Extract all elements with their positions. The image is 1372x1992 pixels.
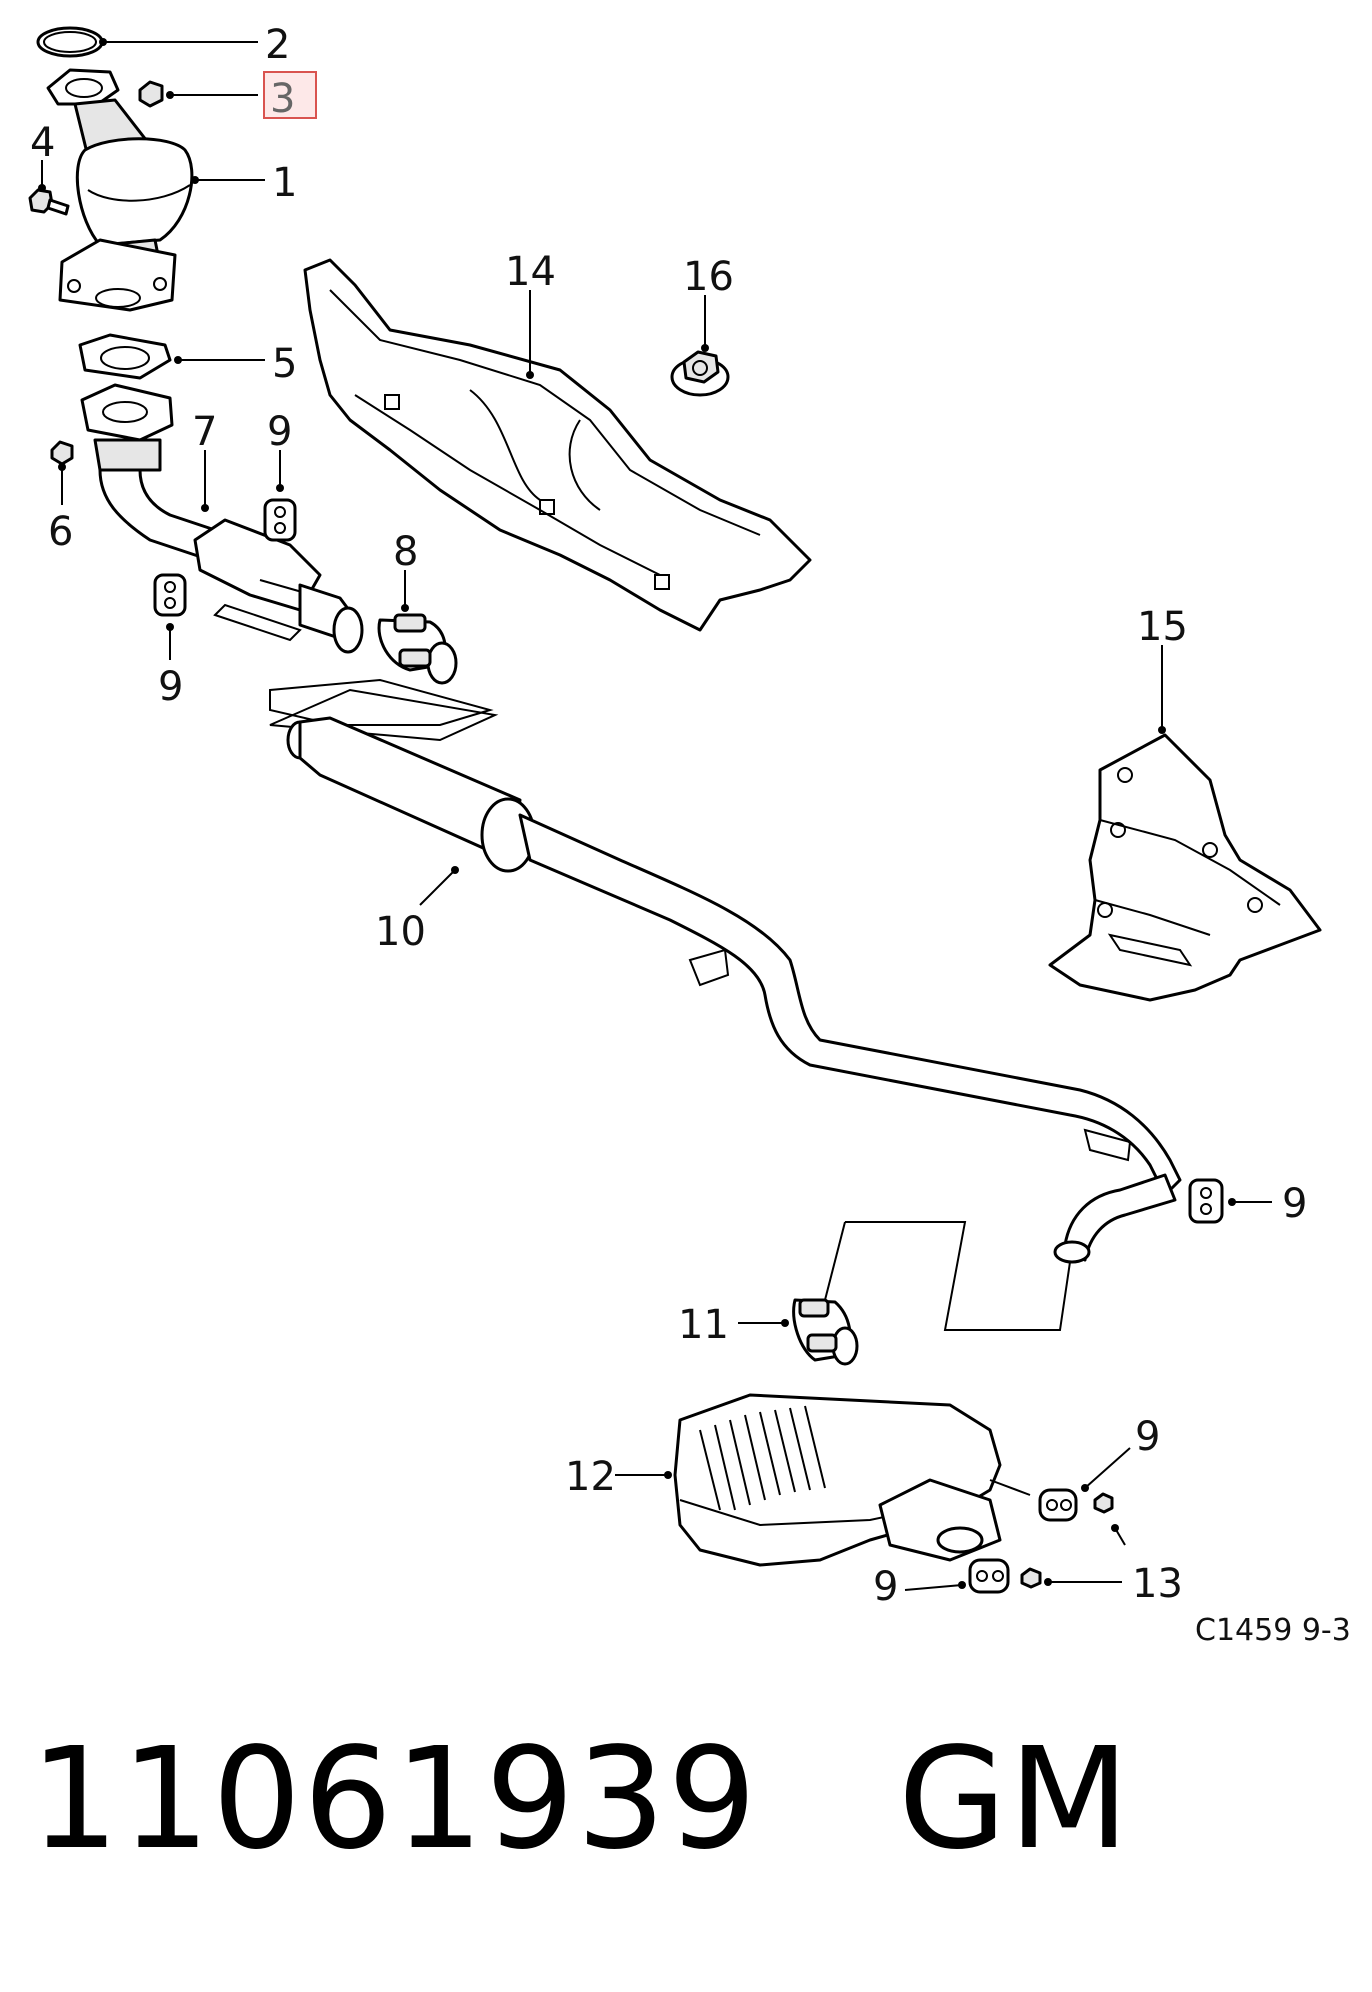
callout-2: 2 — [265, 22, 290, 68]
part-8-clamp — [269, 613, 494, 726]
callout-12: 12 — [565, 1454, 616, 1500]
part-13-nut-a — [1093, 1492, 1114, 1514]
part-10-middle-silencer-pipe — [286, 716, 1182, 1264]
callout-8: 8 — [393, 529, 418, 575]
callout-1: 1 — [272, 160, 297, 206]
callout-4: 4 — [30, 120, 55, 166]
part-12-rear-silencer — [673, 1393, 1031, 1567]
callout-14: 14 — [505, 249, 556, 295]
callout-16: 16 — [683, 254, 734, 300]
part-11-clamp — [792, 1298, 859, 1366]
part-9-hanger-d — [1038, 1488, 1078, 1522]
part-1-catalytic-converter — [46, 68, 194, 312]
callout-11: 11 — [678, 1302, 729, 1348]
callout-13: 13 — [1132, 1561, 1183, 1607]
part-9-hanger-c — [1188, 1178, 1224, 1224]
part-14-heat-shield — [303, 258, 812, 632]
part-2-ring-gasket — [36, 26, 104, 58]
brand-name: GM — [898, 1718, 1132, 1881]
part-9-hanger-a — [263, 498, 297, 542]
part-9-hanger-e — [968, 1558, 1010, 1594]
part-3-nut — [138, 80, 164, 108]
callout-6: 6 — [48, 509, 73, 555]
callout-10: 10 — [375, 909, 426, 955]
part-5-flange-gasket — [78, 333, 172, 380]
assembly-frame-10-11 — [824, 1221, 1071, 1331]
highlight-box — [263, 71, 317, 119]
callout-9-c: 9 — [1282, 1181, 1307, 1227]
part-number-caption: 11061939 GM — [30, 1730, 1131, 1870]
callout-5: 5 — [272, 341, 297, 387]
part-7-front-pipe — [80, 383, 364, 654]
callout-9-e: 9 — [873, 1564, 898, 1610]
assembly-frame-8-10 — [269, 688, 499, 742]
callout-labels: 2 3 1 4 5 6 7 9 9 8 14 16 15 10 9 11 12 … — [30, 22, 1351, 1648]
part-6-nut — [50, 440, 74, 466]
part-4-bolt — [28, 188, 70, 216]
part-15-rear-heat-shield — [1048, 733, 1322, 1002]
drawing-code: C1459 9-3 — [1195, 1613, 1351, 1648]
callout-9-a: 9 — [267, 409, 292, 455]
callout-7: 7 — [192, 409, 217, 455]
part-16-flange-nut — [670, 350, 730, 397]
leader-lines — [38, 38, 1272, 1591]
callout-15: 15 — [1137, 604, 1188, 650]
part-9-hanger-b — [153, 573, 187, 617]
callout-3: 3 — [270, 76, 295, 122]
part-number: 11061939 — [30, 1718, 759, 1881]
callout-9-b: 9 — [158, 664, 183, 710]
part-13-nut-b — [1020, 1567, 1042, 1589]
callout-9-d: 9 — [1135, 1414, 1160, 1460]
